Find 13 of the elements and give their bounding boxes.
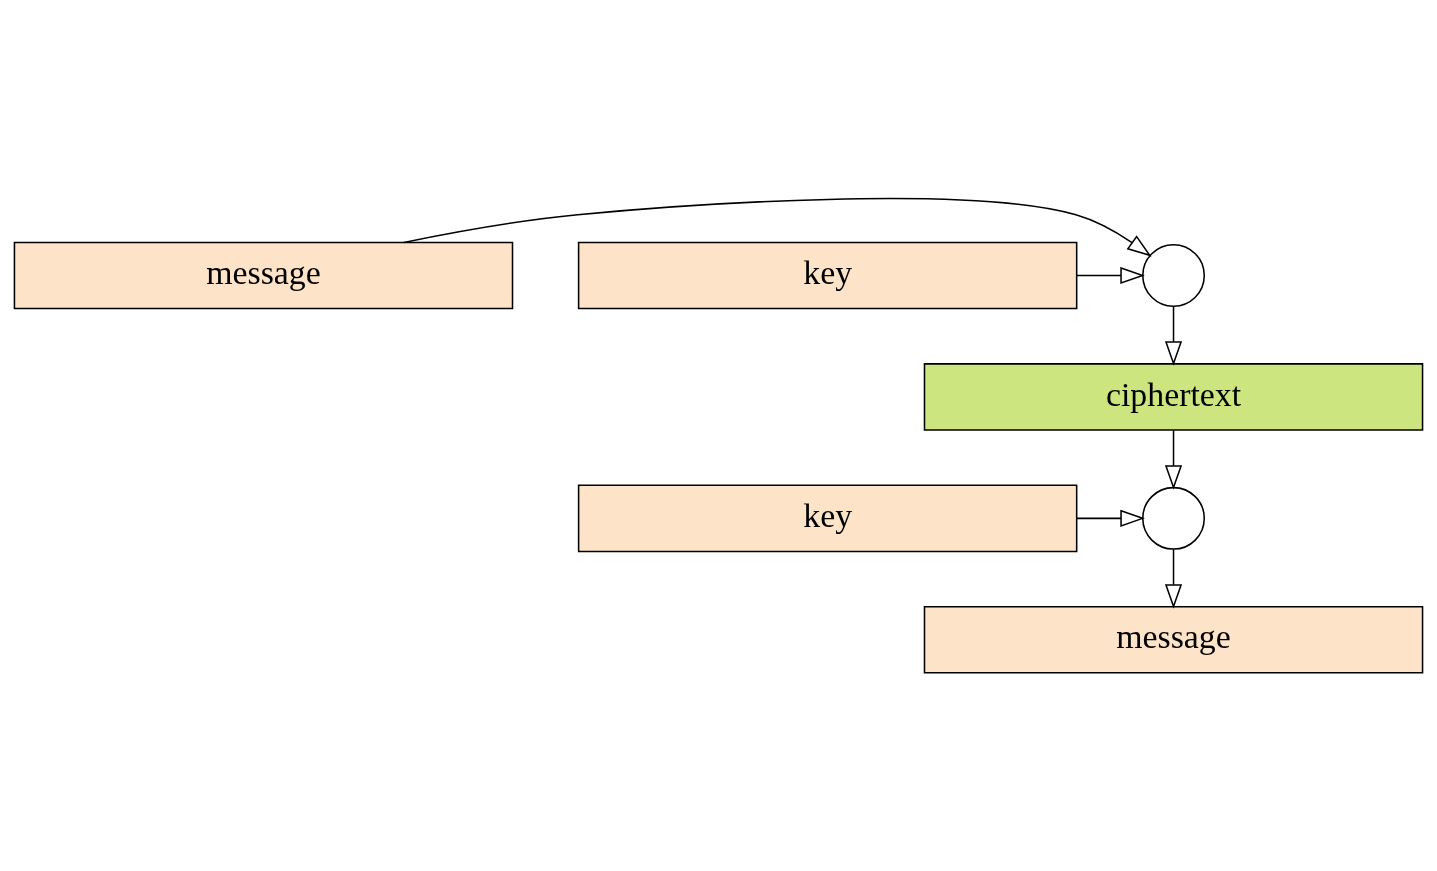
node-box: key (577, 241, 1078, 310)
node-circle (1142, 243, 1206, 307)
arrow (1164, 548, 1183, 609)
node-box: message (923, 606, 1424, 674)
arrow (1164, 305, 1183, 366)
arrow (403, 197, 1152, 257)
arrow (1076, 509, 1145, 527)
node-box: key (577, 484, 1078, 553)
node-circle (1142, 486, 1206, 550)
node-box: message (13, 241, 514, 310)
node-box: ciphertext (923, 363, 1424, 431)
arrow (1076, 266, 1145, 285)
arrow (1164, 429, 1183, 490)
